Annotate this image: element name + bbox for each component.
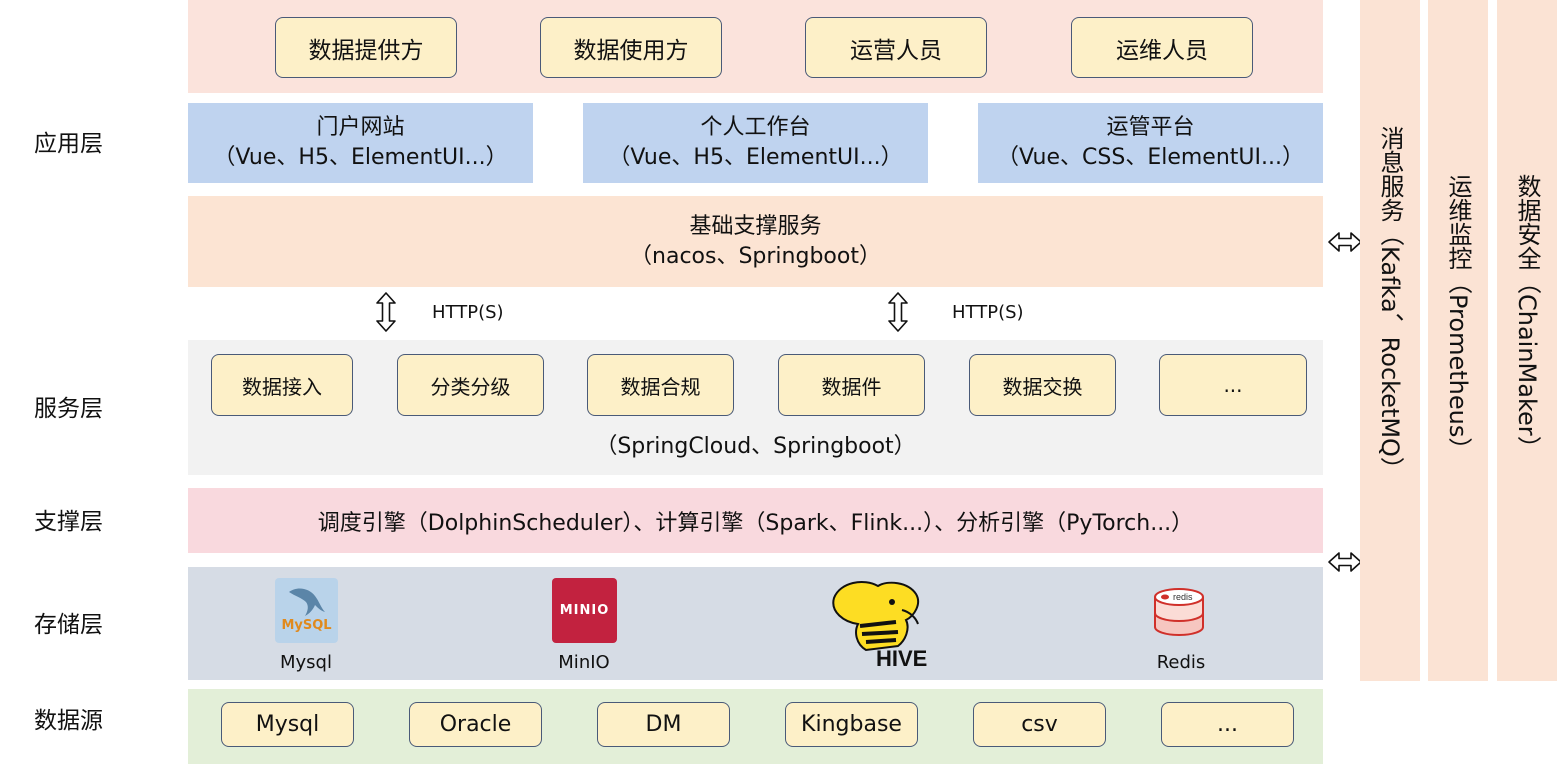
services-tech: （SpringCloud、Springboot） [595, 434, 916, 459]
http-label: HTTP(S) [432, 302, 504, 323]
http-label: HTTP(S) [952, 302, 1024, 323]
layer-label-support: 支撑层 [34, 509, 103, 535]
portal-tech: （Vue、CSS、ElementUI...） [997, 145, 1304, 170]
service-box-classify: 分类分级 [397, 354, 544, 416]
portal-tech: （Vue、H5、ElementUI...） [608, 145, 903, 170]
side-column-security: 数据安全（ChainMaker） [1497, 0, 1557, 681]
side-column-monitoring: 运维监控（Prometheus） [1428, 0, 1488, 681]
redis-logo-text: redis [1173, 592, 1193, 602]
leftright-arrow-icon [1328, 552, 1362, 572]
minio-caption: MinIO [558, 652, 610, 673]
portal-title: 个人工作台 [700, 115, 811, 140]
updown-arrow-icon [888, 292, 908, 332]
base-service-band: 基础支撑服务 （nacos、Springboot） [188, 196, 1323, 287]
user-box-operator: 运营人员 [805, 17, 987, 78]
source-box-more: ... [1161, 702, 1294, 747]
service-band [188, 340, 1323, 475]
base-service-title: 基础支撑服务 [689, 213, 822, 239]
service-box-more: ... [1159, 354, 1307, 416]
mysql-caption: Mysql [280, 652, 332, 673]
redis-caption: Redis [1156, 652, 1206, 673]
user-box-consumer: 数据使用方 [540, 17, 722, 78]
storage-band [188, 567, 1323, 680]
hive-logo-text: HIVE [876, 646, 927, 670]
service-box-exchange: 数据交换 [969, 354, 1116, 416]
redis-logo-icon: redis [1154, 588, 1204, 636]
source-box-mysql: Mysql [221, 702, 354, 747]
mysql-logo-text: MySQL [281, 618, 332, 633]
dolphin-icon [289, 588, 325, 616]
service-box-compliance: 数据合规 [587, 354, 734, 416]
portal-ops-platform: 运管平台 （Vue、CSS、ElementUI...） [978, 103, 1323, 183]
side-column-label: 消息服务（Kafka、RocketMQ） [1376, 126, 1404, 481]
layer-label-app: 应用层 [34, 131, 103, 157]
source-box-dm: DM [597, 702, 730, 747]
layer-label-service: 服务层 [34, 396, 103, 422]
side-column-messaging: 消息服务（Kafka、RocketMQ） [1360, 0, 1420, 681]
source-box-csv: csv [973, 702, 1106, 747]
leftright-arrow-icon [1328, 232, 1362, 252]
portal-title: 门户网站 [316, 115, 405, 140]
layer-label-storage: 存储层 [34, 612, 103, 638]
hive-logo-icon: HIVE [832, 581, 927, 670]
user-box-maintainer: 运维人员 [1071, 17, 1253, 78]
user-box-provider: 数据提供方 [275, 17, 457, 78]
minio-logo-text: MINIO [559, 603, 610, 618]
service-box-data-item: 数据件 [778, 354, 925, 416]
portal-website: 门户网站 （Vue、H5、ElementUI...） [188, 103, 533, 183]
mysql-logo-icon: MySQL [275, 578, 338, 643]
source-band [188, 689, 1323, 764]
portal-workbench: 个人工作台 （Vue、H5、ElementUI...） [583, 103, 928, 183]
layer-label-source: 数据源 [34, 708, 103, 734]
side-column-label: 运维监控（Prometheus） [1444, 174, 1472, 462]
portal-tech: （Vue、H5、ElementUI...） [213, 145, 508, 170]
updown-arrow-icon [376, 292, 396, 332]
side-column-label: 数据安全（ChainMaker） [1513, 174, 1541, 460]
source-box-kingbase: Kingbase [785, 702, 918, 747]
portal-title: 运管平台 [1106, 115, 1195, 140]
source-box-oracle: Oracle [409, 702, 542, 747]
minio-logo-icon: MINIO [552, 578, 617, 643]
base-service-tech: （nacos、Springboot） [630, 243, 881, 269]
support-band: 调度引擎（DolphinScheduler）、计算引擎（Spark、Flink.… [188, 488, 1323, 553]
service-box-ingest: 数据接入 [211, 354, 353, 416]
